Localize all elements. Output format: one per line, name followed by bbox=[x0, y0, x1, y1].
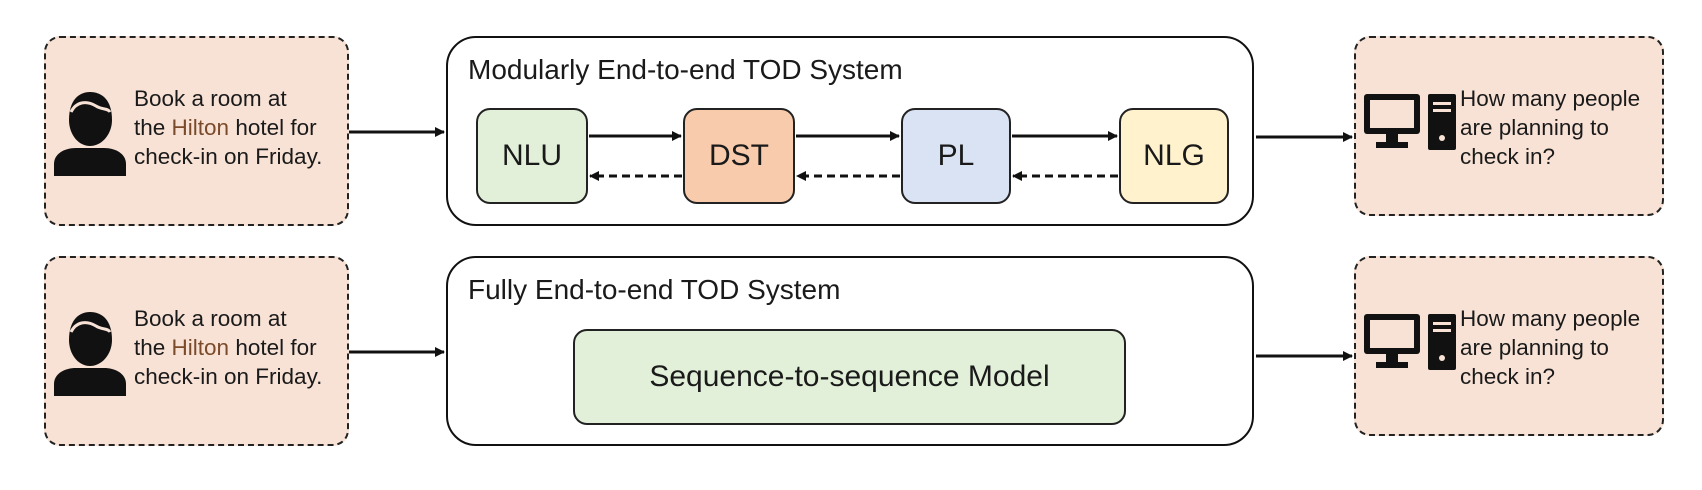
utterance-line-2: the Hilton hotel for bbox=[134, 335, 317, 360]
seq2seq-model: Sequence-to-sequence Model bbox=[573, 329, 1126, 425]
user-utterance-box-fully: Book a room at the Hilton hotel for chec… bbox=[44, 256, 349, 446]
utterance-line-1: Book a room at bbox=[134, 306, 287, 331]
fully-system-title: Fully End-to-end TOD System bbox=[468, 274, 841, 305]
utterance-line-2: the Hilton hotel for bbox=[134, 115, 317, 140]
user-utterance-text: Book a room at the Hilton hotel for chec… bbox=[134, 304, 322, 391]
user-utterance-box-modular: Book a room at the Hilton hotel for chec… bbox=[44, 36, 349, 226]
response-line-3: check in? bbox=[1460, 364, 1556, 389]
system-response-box-modular: How many people are planning to check in… bbox=[1354, 36, 1664, 216]
hilton-highlight: Hilton bbox=[171, 335, 230, 360]
nlu-module: NLU bbox=[476, 108, 588, 204]
hilton-highlight: Hilton bbox=[171, 115, 230, 140]
nlg-module: NLG bbox=[1119, 108, 1229, 204]
user-utterance-text: Book a room at the Hilton hotel for chec… bbox=[134, 84, 322, 171]
response-line-1: How many people bbox=[1460, 86, 1641, 111]
nlu-label: NLU bbox=[501, 139, 562, 172]
seq2seq-label: Sequence-to-sequence Model bbox=[649, 360, 1050, 393]
system-response-box-fully: How many people are planning to check in… bbox=[1354, 256, 1664, 436]
person-icon bbox=[54, 92, 126, 176]
computer-icon bbox=[1364, 314, 1456, 370]
system-response-text: How many people are planning to check in… bbox=[1460, 84, 1640, 171]
response-line-3: check in? bbox=[1460, 144, 1556, 169]
modular-system-title: Modularly End-to-end TOD System bbox=[468, 54, 903, 85]
utterance-line-3: check-in on Friday. bbox=[134, 364, 323, 389]
nlg-label: NLG bbox=[1143, 139, 1205, 172]
utterance-line-3: check-in on Friday. bbox=[134, 144, 323, 169]
pl-label: PL bbox=[937, 139, 975, 172]
dst-module: DST bbox=[683, 108, 795, 204]
computer-icon bbox=[1364, 94, 1456, 150]
response-line-2: are planning to bbox=[1460, 115, 1609, 140]
response-line-1: How many people bbox=[1460, 306, 1641, 331]
person-icon bbox=[54, 312, 126, 396]
dst-label: DST bbox=[709, 139, 769, 172]
utterance-line-1: Book a room at bbox=[134, 86, 287, 111]
pl-module: PL bbox=[901, 108, 1011, 204]
system-response-text: How many people are planning to check in… bbox=[1460, 304, 1640, 391]
response-line-2: are planning to bbox=[1460, 335, 1609, 360]
